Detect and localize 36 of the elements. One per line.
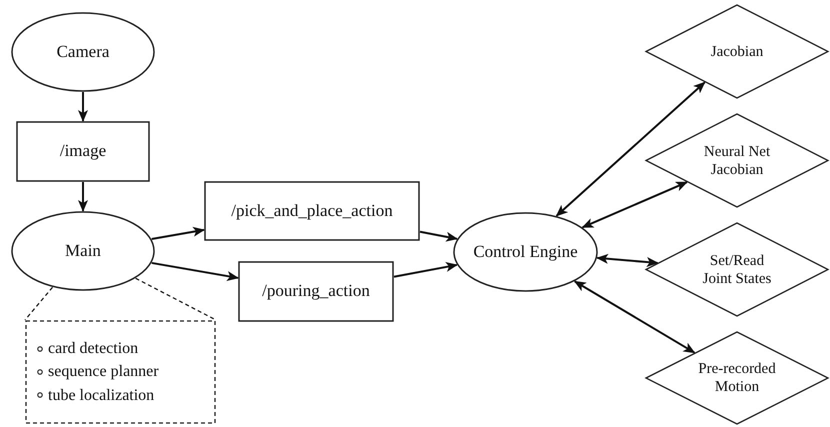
arrow [152,226,205,240]
list-item-text: sequence planner [48,362,159,382]
decision-diamond [645,4,829,99]
decision-diamond [645,222,829,317]
callout-line [24,286,53,320]
callout-line [135,278,216,321]
list-item-text: tube localization [48,386,154,406]
arrow [574,280,696,354]
node-label: /pick_and_place_action [231,200,393,222]
arrow [152,262,239,281]
node-label: Control Engine [473,242,578,262]
process-box [16,121,150,182]
ellipse-node [11,12,155,92]
node-label: Set/Read Joint States [702,252,772,288]
ellipse-node [453,212,598,292]
process-box [204,181,420,241]
arrow [78,182,88,212]
arrow [394,262,458,278]
callout-box [25,320,216,424]
arrow [556,82,706,217]
node-label: Jacobian [710,42,764,60]
list-item-text: card detection [48,339,138,360]
arrow [78,92,88,122]
process-box [238,261,394,322]
node-label: Neural Net Jacobian [702,142,772,178]
decision-diamond [645,113,829,208]
node-label: /pouring_action [262,281,370,302]
arrow [582,181,688,228]
decision-diamond [645,331,829,425]
node-label: Camera [56,42,110,62]
node-label: Pre-recorded Motion [697,360,777,396]
ellipse-node [11,211,155,291]
node-label: Main [65,240,101,262]
node-label: /image [60,141,106,162]
arrow [420,230,458,242]
arrow [596,254,659,268]
